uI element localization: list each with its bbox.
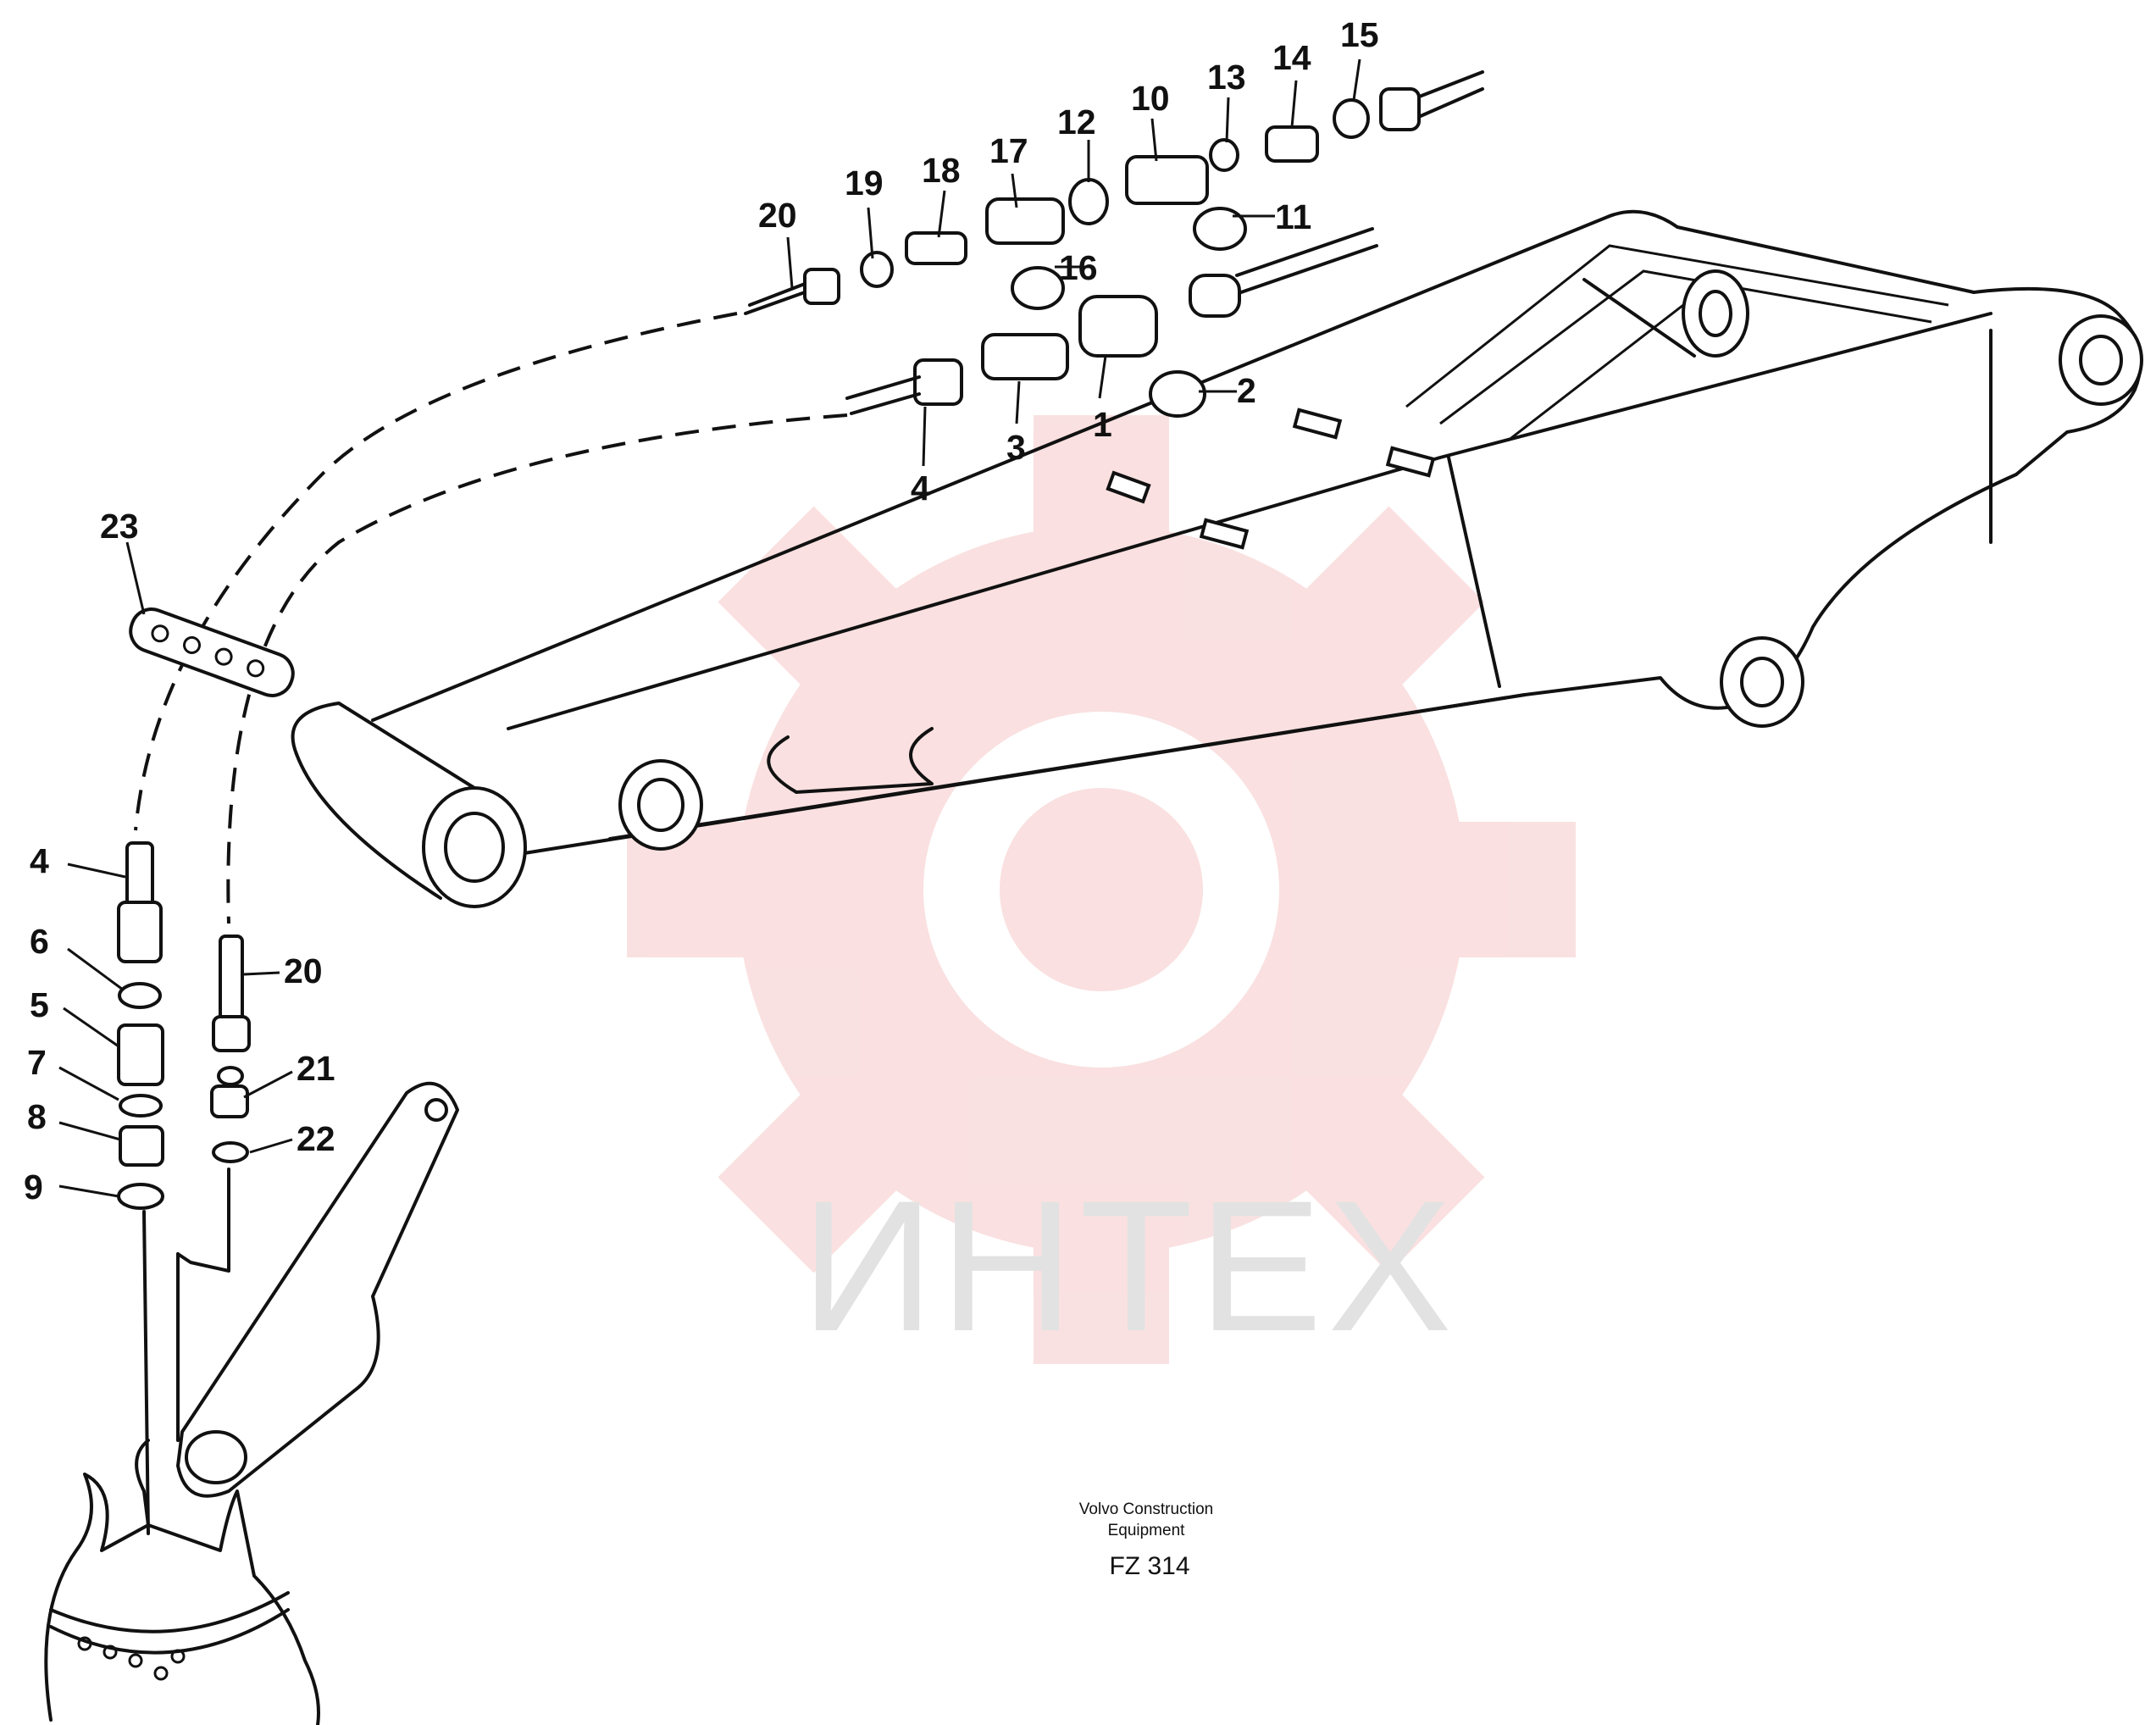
- callout-22: 22: [297, 1119, 335, 1158]
- callout-3: 3: [1006, 428, 1026, 467]
- callout-19: 19: [845, 164, 884, 202]
- callout-23: 23: [100, 507, 139, 546]
- part-15-nut: [1379, 87, 1421, 131]
- caption-line1: Volvo Construction: [1079, 1500, 1213, 1518]
- callout-2: 2: [1237, 371, 1256, 410]
- part-19-ring: [860, 251, 894, 288]
- part-4-fitting: [913, 358, 963, 406]
- lower-linkage: [44, 1081, 459, 1725]
- boom-cylinder-tube: [291, 702, 527, 908]
- part-13-ring: [1209, 138, 1239, 172]
- part-11-cap: [1193, 207, 1247, 251]
- callout-6: 6: [30, 922, 49, 961]
- callout-16: 16: [1059, 248, 1098, 287]
- hose-route-dashed: [226, 413, 848, 924]
- callout-15: 15: [1340, 15, 1379, 54]
- boom-clamp-block: [1106, 470, 1151, 504]
- callout-11: 11: [1275, 197, 1311, 236]
- part-2-cap: [1149, 370, 1206, 418]
- callout-20: 20: [758, 196, 797, 235]
- callout-8: 8: [27, 1097, 47, 1136]
- callout-1: 1: [1093, 405, 1112, 444]
- callout-13: 13: [1207, 58, 1246, 97]
- callout-4-lower: 4: [30, 841, 49, 880]
- part-23-plate: [129, 607, 295, 697]
- callout-5: 5: [30, 985, 49, 1024]
- part-coupling-nut: [1189, 274, 1241, 318]
- boom-clamp-block: [1385, 446, 1436, 478]
- part-20-adapter: [803, 268, 840, 305]
- callouts: 1 2 3 4 10 11 12 13 14 15 16 17 18 19 20…: [24, 15, 1379, 1206]
- upper-hose-assembly: [744, 70, 1484, 418]
- part-3-nipple: [981, 333, 1069, 380]
- callout-12: 12: [1057, 103, 1096, 141]
- callout-10: 10: [1131, 79, 1170, 118]
- callout-7: 7: [27, 1043, 47, 1082]
- part-18-nipple: [905, 231, 967, 265]
- part-14-fitting: [1265, 125, 1319, 163]
- left-fitting-stack: [117, 841, 251, 1210]
- callout-4: 4: [911, 469, 930, 508]
- part-1-coupling: [1078, 295, 1158, 358]
- part-17-coupling: [985, 197, 1065, 245]
- figure-code: FZ 314: [1109, 1552, 1189, 1580]
- watermark-text: ИНТЕХ: [801, 1162, 1457, 1370]
- leader-lines: [58, 58, 1361, 1198]
- hose-route-dashed: [134, 312, 738, 831]
- callout-14: 14: [1272, 38, 1311, 77]
- callout-17: 17: [989, 131, 1028, 170]
- part-16-cap: [1011, 266, 1065, 310]
- part-12-ring: [1068, 178, 1109, 225]
- part-15-ring: [1333, 98, 1370, 139]
- boom-clamp-block: [1199, 518, 1250, 550]
- part-10-coupling: [1125, 155, 1209, 205]
- callout-20-lower: 20: [284, 951, 323, 990]
- callout-18: 18: [922, 151, 961, 190]
- callout-21: 21: [297, 1049, 335, 1088]
- boom-clamp-block: [1292, 408, 1343, 440]
- caption-block: Volvo Construction Equipment FZ 314: [1079, 1500, 1213, 1580]
- caption-line2: Equipment: [1108, 1522, 1186, 1539]
- boom-arm: [291, 209, 2143, 908]
- callout-9: 9: [24, 1168, 43, 1206]
